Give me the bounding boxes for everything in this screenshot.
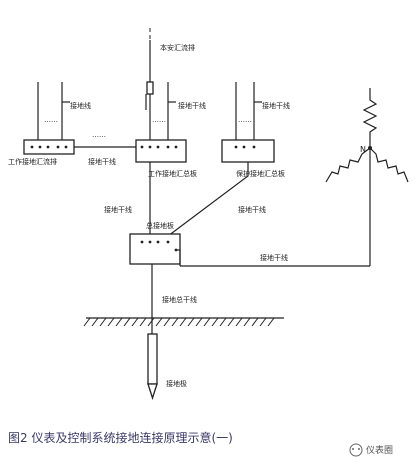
terminal-dot [140,240,144,244]
hatch-line [227,317,235,327]
ground-trunk-top-center-label: 接地干线 [178,101,206,110]
hatch-line [147,317,155,327]
ground-wire-upper-left-label: 接地线 [70,101,91,110]
center-dots-1: …… [92,131,106,139]
ground-electrode-rod [147,333,158,401]
transformer-star-symbol [325,88,409,266]
hatch-line [131,317,139,327]
hatch-line [139,317,147,327]
hatch-line [195,317,203,327]
center-dots-2: …… [152,116,166,124]
hatch-line [171,317,179,327]
hatch-line [107,317,115,327]
hatch-line [219,317,227,327]
hatch-line [211,317,219,327]
watermark: 仪表圈 [349,443,393,457]
watermark-logo-icon [349,443,363,457]
watermark-text: 仪表圈 [366,444,393,456]
section-bus-label: 本安汇流排 [160,43,195,52]
main-ground-plate-label: 总接地板 [146,221,174,230]
ground-trunk-left-middle-label: 接地干线 [88,157,116,166]
main-ground-plate-box [129,233,181,265]
terminal-dot [234,145,238,149]
terminal-dot [140,145,144,149]
ground-surface-hatching [83,317,284,327]
bus-terminal [146,81,154,95]
hatch-line [123,317,131,327]
figure-caption: 图2 仪表及控制系统接地连接原理示意(一) [8,430,233,445]
ground-electrode-label: 接地极 [166,379,187,388]
working-ground-busbar-left-label: 工作接地汇流排 [8,157,57,166]
ground-trunk-vertical-right-label: 接地干线 [238,205,266,214]
ground-trunk-vertical-left-label: 接地干线 [104,205,132,214]
hatch-line [155,317,163,327]
hatch-line [267,317,275,327]
terminal-dot [174,145,178,149]
terminal-dot [166,145,170,149]
hatch-line [251,317,259,327]
working-ground-bus-center-box [135,139,187,163]
protective-ground-bus-box [221,139,275,163]
left-dots: …… [44,116,58,124]
terminal-dot [56,145,60,149]
terminal-dot [252,145,256,149]
terminal-dot [30,145,34,149]
hatch-line [203,317,211,327]
terminal-dot [148,145,152,149]
hatch-line [91,317,99,327]
terminal-dot [156,240,160,244]
hatch-line [243,317,251,327]
terminal-dot [64,145,68,149]
protective-ground-bus-label: 保护接地汇总板 [236,169,285,178]
ground-main-trunk-label: 接地总干线 [162,295,197,304]
hatch-line [83,317,91,327]
ground-trunk-horizontal-label: 接地干线 [260,253,288,262]
terminal-dot [46,145,50,149]
terminal-dot [166,240,170,244]
working-ground-bus-center-label: 工作接地汇总板 [148,169,197,178]
neutral-n-label: N [360,145,366,154]
terminal-dot [38,145,42,149]
hatch-line [187,317,195,327]
terminal-dot [156,145,160,149]
hatch-line [163,317,171,327]
terminal-dot [148,240,152,244]
ground-trunk-top-right-label: 接地干线 [262,101,290,110]
terminal-dot [242,145,246,149]
hatch-line [259,317,267,327]
hatch-line [99,317,107,327]
hatch-line [235,317,243,327]
trunk-protective-down [167,162,249,237]
right-dots: …… [238,116,252,124]
hatch-line [179,317,187,327]
hatch-line [115,317,123,327]
